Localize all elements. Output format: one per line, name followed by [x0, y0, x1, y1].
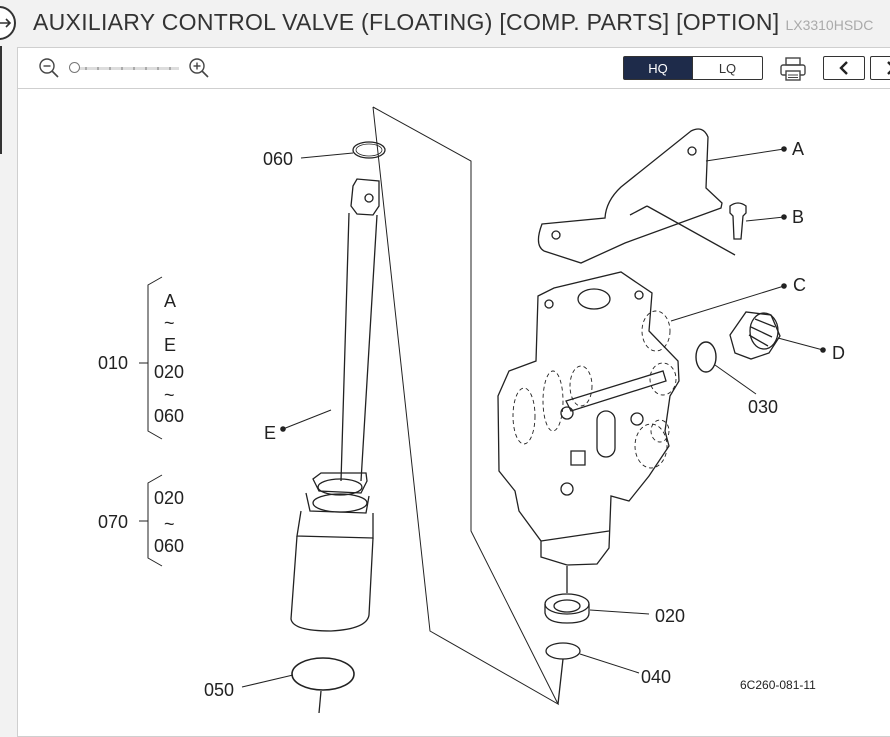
- side-panel-edge: [0, 46, 2, 154]
- model-code: LX3310HSDC: [785, 17, 874, 33]
- group-010-line: 020: [154, 362, 184, 382]
- group-010-line: A: [164, 291, 176, 311]
- zoom-slider-ticks: [73, 67, 179, 70]
- callout-e[interactable]: E: [264, 423, 276, 443]
- title-text: AUXILIARY CONTROL VALVE (FLOATING) [COMP…: [33, 9, 780, 35]
- page-title: AUXILIARY CONTROL VALVE (FLOATING) [COMP…: [33, 9, 873, 36]
- zoom-slider-handle[interactable]: [69, 62, 80, 73]
- next-button[interactable]: [870, 56, 890, 80]
- callout-040[interactable]: 040: [641, 667, 671, 687]
- callout-050[interactable]: 050: [204, 680, 234, 700]
- chevron-left-icon: [839, 61, 848, 75]
- previous-button[interactable]: [823, 56, 865, 80]
- group-010-number[interactable]: 010: [98, 353, 128, 373]
- parts-diagram: 060 A B C D 030 E 020 040 050 010 A ~ E …: [98, 106, 845, 714]
- group-010-line: 060: [154, 406, 184, 426]
- hq-button[interactable]: HQ: [623, 56, 693, 80]
- zoom-slider[interactable]: [73, 67, 179, 70]
- callout-d[interactable]: D: [832, 343, 845, 363]
- arrow-right-icon: [0, 18, 12, 28]
- figure-code: 6C260-081-11: [740, 678, 816, 692]
- group-070-line: 060: [154, 536, 184, 556]
- header-bar: AUXILIARY CONTROL VALVE (FLOATING) [COMP…: [0, 0, 890, 48]
- chevron-right-icon: [887, 61, 890, 75]
- callout-b[interactable]: B: [792, 207, 804, 227]
- callout-c[interactable]: C: [793, 275, 806, 295]
- group-010-line: E: [164, 335, 176, 355]
- callout-a[interactable]: A: [792, 139, 804, 159]
- lq-button[interactable]: LQ: [692, 56, 763, 80]
- viewer-toolbar: HQ LQ: [18, 48, 890, 89]
- exit-button[interactable]: [0, 6, 16, 40]
- group-070-line: ~: [164, 514, 175, 534]
- diagram-viewer: HQ LQ: [17, 47, 890, 737]
- callout-060-top[interactable]: 060: [263, 149, 293, 169]
- group-010-line: ~: [164, 385, 175, 405]
- callout-020[interactable]: 020: [655, 606, 685, 626]
- zoom-out-icon[interactable]: [38, 57, 60, 79]
- group-070-number[interactable]: 070: [98, 512, 128, 532]
- zoom-in-icon[interactable]: [188, 57, 210, 79]
- group-070-line: 020: [154, 488, 184, 508]
- group-010-line: ~: [164, 313, 175, 333]
- printer-icon[interactable]: [779, 56, 807, 82]
- callout-030[interactable]: 030: [748, 397, 778, 417]
